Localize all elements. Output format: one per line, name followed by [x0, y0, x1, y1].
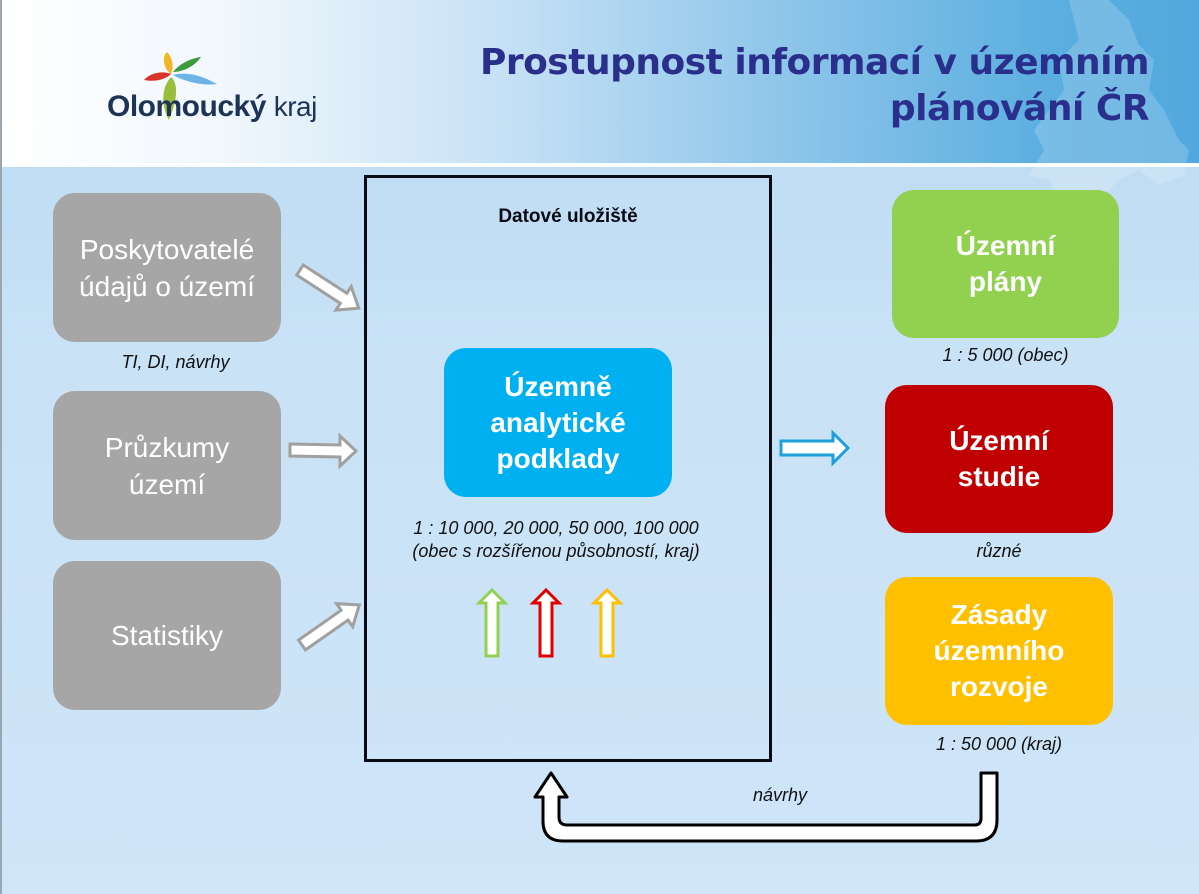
sources-caption: TI, DI, návrhy [121, 352, 230, 372]
arrow-up-right-icon [296, 602, 362, 653]
logo-wordmark: Olomoucký kraj [107, 90, 317, 124]
region-map-icon [1029, 0, 1189, 200]
core-scale-caption: 1 : 10 000, 20 000, 50 000, 100 000 (obe… [376, 517, 736, 563]
source-label: Průzkumy [104, 431, 230, 463]
title-line-2: plánování ČR [889, 88, 1150, 129]
storage-title: Datové uložiště [498, 206, 638, 227]
page-title: Prostupnost informací v územním plánován… [479, 40, 1150, 132]
output-box-zoning-plans: Územní plány [892, 190, 1119, 338]
scale-line: (obec s rozšířenou působností, kraj) [412, 541, 700, 561]
core-label: Územně [504, 370, 612, 402]
arrow-up-yellow-icon [590, 587, 624, 658]
output-label: územního [933, 635, 1065, 666]
source-label: údajů o území [79, 270, 255, 302]
output-caption: různé [976, 541, 1022, 561]
arrow-icon [288, 262, 362, 653]
output-caption: 1 : 50 000 (kraj) [935, 734, 1063, 754]
core-box-analytical-data: Územně analytické podklady [444, 348, 672, 497]
output-label: Územní [955, 230, 1056, 261]
source-label: Statistiky [110, 620, 224, 651]
core-label: analytické [490, 406, 626, 438]
output-label: studie [957, 461, 1041, 492]
logo-suffix: kraj [273, 91, 318, 122]
logo-flower-icon [144, 52, 217, 120]
scale-line: 1 : 10 000, 20 000, 50 000, 100 000 [413, 518, 699, 538]
arrow-output-icon [779, 429, 851, 467]
output-label: Zásady [950, 599, 1048, 630]
source-box-statistics: Statistiky [53, 561, 281, 710]
output-caption: 1 : 5 000 (obec) [942, 345, 1069, 365]
header-divider [0, 163, 1199, 167]
source-label: Poskytovatelé [79, 233, 255, 265]
logo-name: Olomoucký [107, 90, 266, 123]
feedback-label: návrhy [752, 785, 808, 805]
arrow-down-right-icon [294, 262, 361, 312]
source-box-surveys: Průzkumy území [53, 391, 281, 540]
arrow-right-icon [288, 432, 359, 470]
slide-edge [0, 0, 2, 894]
feedback-arrow-icon [533, 771, 999, 843]
core-label: podklady [496, 442, 620, 474]
arrow-up-green-icon [475, 587, 509, 658]
arrow-up-red-icon [529, 587, 563, 658]
output-box-zoning-studies: Územní studie [885, 385, 1113, 533]
source-box-providers: Poskytovatelé údajů o území [53, 193, 281, 342]
data-storage-frame: Datové uložiště [364, 175, 772, 762]
output-label: rozvoje [949, 671, 1048, 702]
source-label: území [128, 468, 206, 500]
output-box-development-principles: Zásady územního rozvoje [885, 577, 1113, 725]
output-label: plány [968, 266, 1043, 297]
title-line-1: Prostupnost informací v územním [479, 42, 1150, 83]
output-label: Územní [949, 425, 1049, 456]
